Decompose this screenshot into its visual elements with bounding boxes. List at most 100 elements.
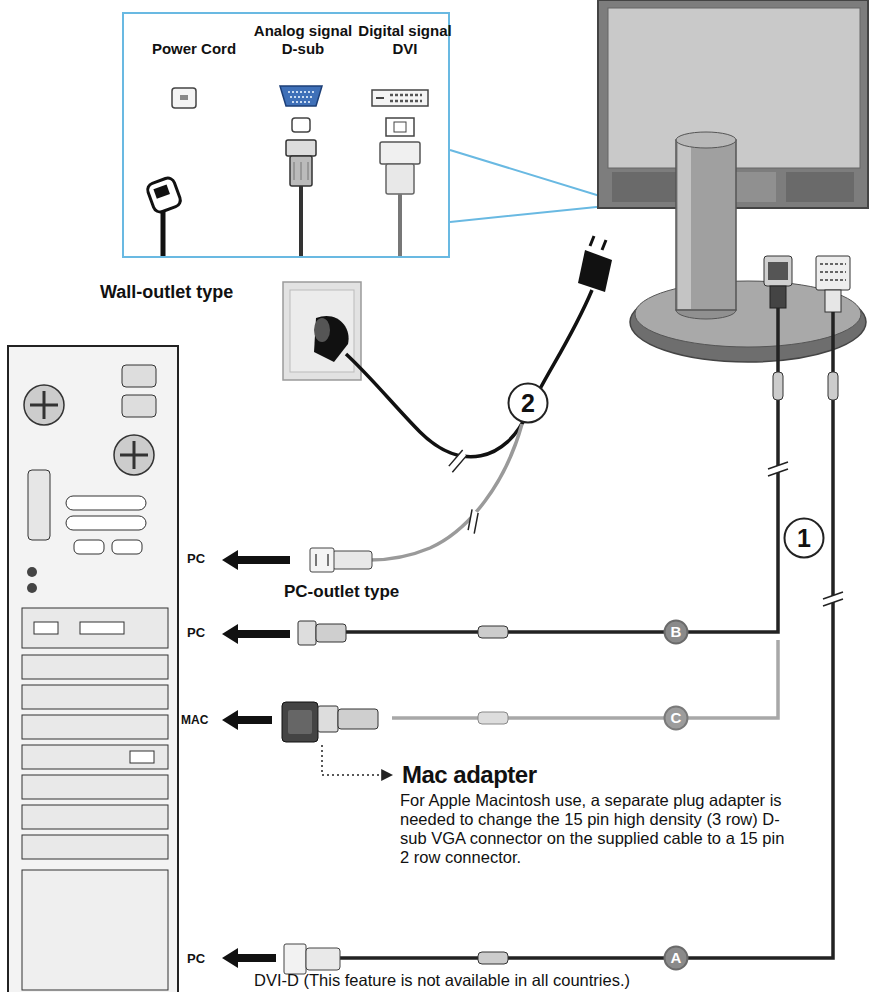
mac-adapter <box>338 709 378 729</box>
cable-letter-text: A <box>663 945 689 971</box>
power-cable <box>346 290 592 560</box>
dvi-port-icon <box>372 90 428 106</box>
dvi-connector <box>284 944 306 974</box>
computer-tower <box>22 835 168 859</box>
dvi-plug-icon <box>386 164 414 194</box>
monitor-stand <box>630 132 866 362</box>
power-plug-icon <box>153 184 170 198</box>
direction-arrow <box>222 550 290 968</box>
cable-a <box>823 592 843 606</box>
computer-tower <box>22 685 168 709</box>
computer-tower <box>24 385 64 425</box>
cable-letter: A <box>663 945 689 971</box>
dvi-port-icon <box>376 97 384 99</box>
power-plug <box>578 250 612 292</box>
wall-outlet <box>314 318 330 342</box>
monitor-stand <box>676 132 736 148</box>
power-plug-icon <box>161 212 166 258</box>
callout-number-text: 1 <box>783 517 825 559</box>
mac-label: MAC <box>181 713 221 727</box>
leader-arrow <box>322 745 392 775</box>
cable-b <box>773 372 783 400</box>
computer-tower <box>112 540 142 554</box>
cable-a <box>478 952 508 964</box>
cable-letter: C <box>663 705 689 731</box>
computer-tower <box>22 715 168 739</box>
outlet-label: PC-outlet type <box>284 582 454 602</box>
power-plug-icon <box>146 176 183 214</box>
dsub-plug-icon <box>294 162 308 180</box>
computer-tower <box>66 496 146 510</box>
computer-tower <box>34 622 58 634</box>
mac-adapter <box>318 706 338 732</box>
computer-tower <box>120 441 148 469</box>
dsub-plug-icon <box>290 156 312 186</box>
power-socket-icon <box>180 95 188 100</box>
dsub-connector <box>298 621 346 645</box>
power-plug-icon <box>146 176 183 258</box>
wall-outlet <box>290 290 354 372</box>
dvi-port-icon <box>372 90 428 136</box>
adapter-heading: Mac adapter <box>402 761 662 790</box>
callout-number: 1 <box>783 517 825 559</box>
cable-letter-text: C <box>663 705 689 731</box>
dvi-port-icon <box>386 118 414 136</box>
connector-inset: Power CordAnalog signal D-subDigital sig… <box>122 12 450 258</box>
dsub-port-icon <box>280 86 322 106</box>
computer-tower <box>66 516 146 530</box>
callout-number: 2 <box>507 382 549 424</box>
callout-number-text: 2 <box>507 382 549 424</box>
power-cable <box>445 450 469 472</box>
computer-tower <box>122 395 156 417</box>
computer-tower <box>80 622 124 634</box>
outlet-label: Wall-outlet type <box>100 282 280 304</box>
dsub-port-icon <box>288 92 314 102</box>
cable-b <box>768 462 788 476</box>
pc-label: PC <box>187 951 221 967</box>
computer-tower <box>130 751 154 763</box>
cable-a <box>828 372 838 400</box>
monitor-back <box>612 172 680 202</box>
dvi-plug <box>816 256 850 290</box>
computer-tower <box>122 365 156 387</box>
dsub-plug <box>768 262 788 280</box>
port-label: Power Cord <box>142 40 246 58</box>
dvi-plug-icon <box>380 142 420 164</box>
dvi-port-icon <box>390 95 422 101</box>
power-socket-icon <box>172 88 196 108</box>
dvi-plug-icon <box>380 142 420 258</box>
computer-tower <box>27 583 37 593</box>
mac-adapter <box>282 702 378 742</box>
computer-tower <box>8 346 178 992</box>
cable-letter-text: B <box>663 619 689 645</box>
wall-outlet <box>283 282 361 380</box>
dsub-plug-icon <box>299 186 303 258</box>
pc-label: PC <box>187 625 221 641</box>
power-cable <box>462 509 484 533</box>
cable-c <box>392 640 778 718</box>
inset-background <box>122 12 626 258</box>
cable-a <box>340 312 843 964</box>
cable-b <box>346 308 778 632</box>
computer-tower <box>22 608 168 648</box>
power-plug <box>578 236 612 292</box>
computer-tower <box>28 470 50 540</box>
computer-tower <box>8 346 178 992</box>
cable-c <box>392 640 778 724</box>
dvi-note: DVI-D (This feature is not available in … <box>254 971 794 991</box>
cable-a <box>340 312 833 958</box>
computer-tower <box>27 567 37 577</box>
computer-tower <box>22 655 168 679</box>
monitor-stand <box>630 282 866 362</box>
pc-outlet-plug <box>316 554 328 566</box>
cable-b <box>346 308 788 638</box>
power-cable <box>346 290 592 457</box>
dsub-plug <box>764 256 792 286</box>
port-label: Analog signal D-sub <box>247 22 359 58</box>
power-cable <box>370 424 522 560</box>
dsub-plug-icon <box>286 140 316 258</box>
computer-tower <box>22 805 168 829</box>
direction-arrow <box>222 948 276 968</box>
cable-b <box>478 626 508 638</box>
